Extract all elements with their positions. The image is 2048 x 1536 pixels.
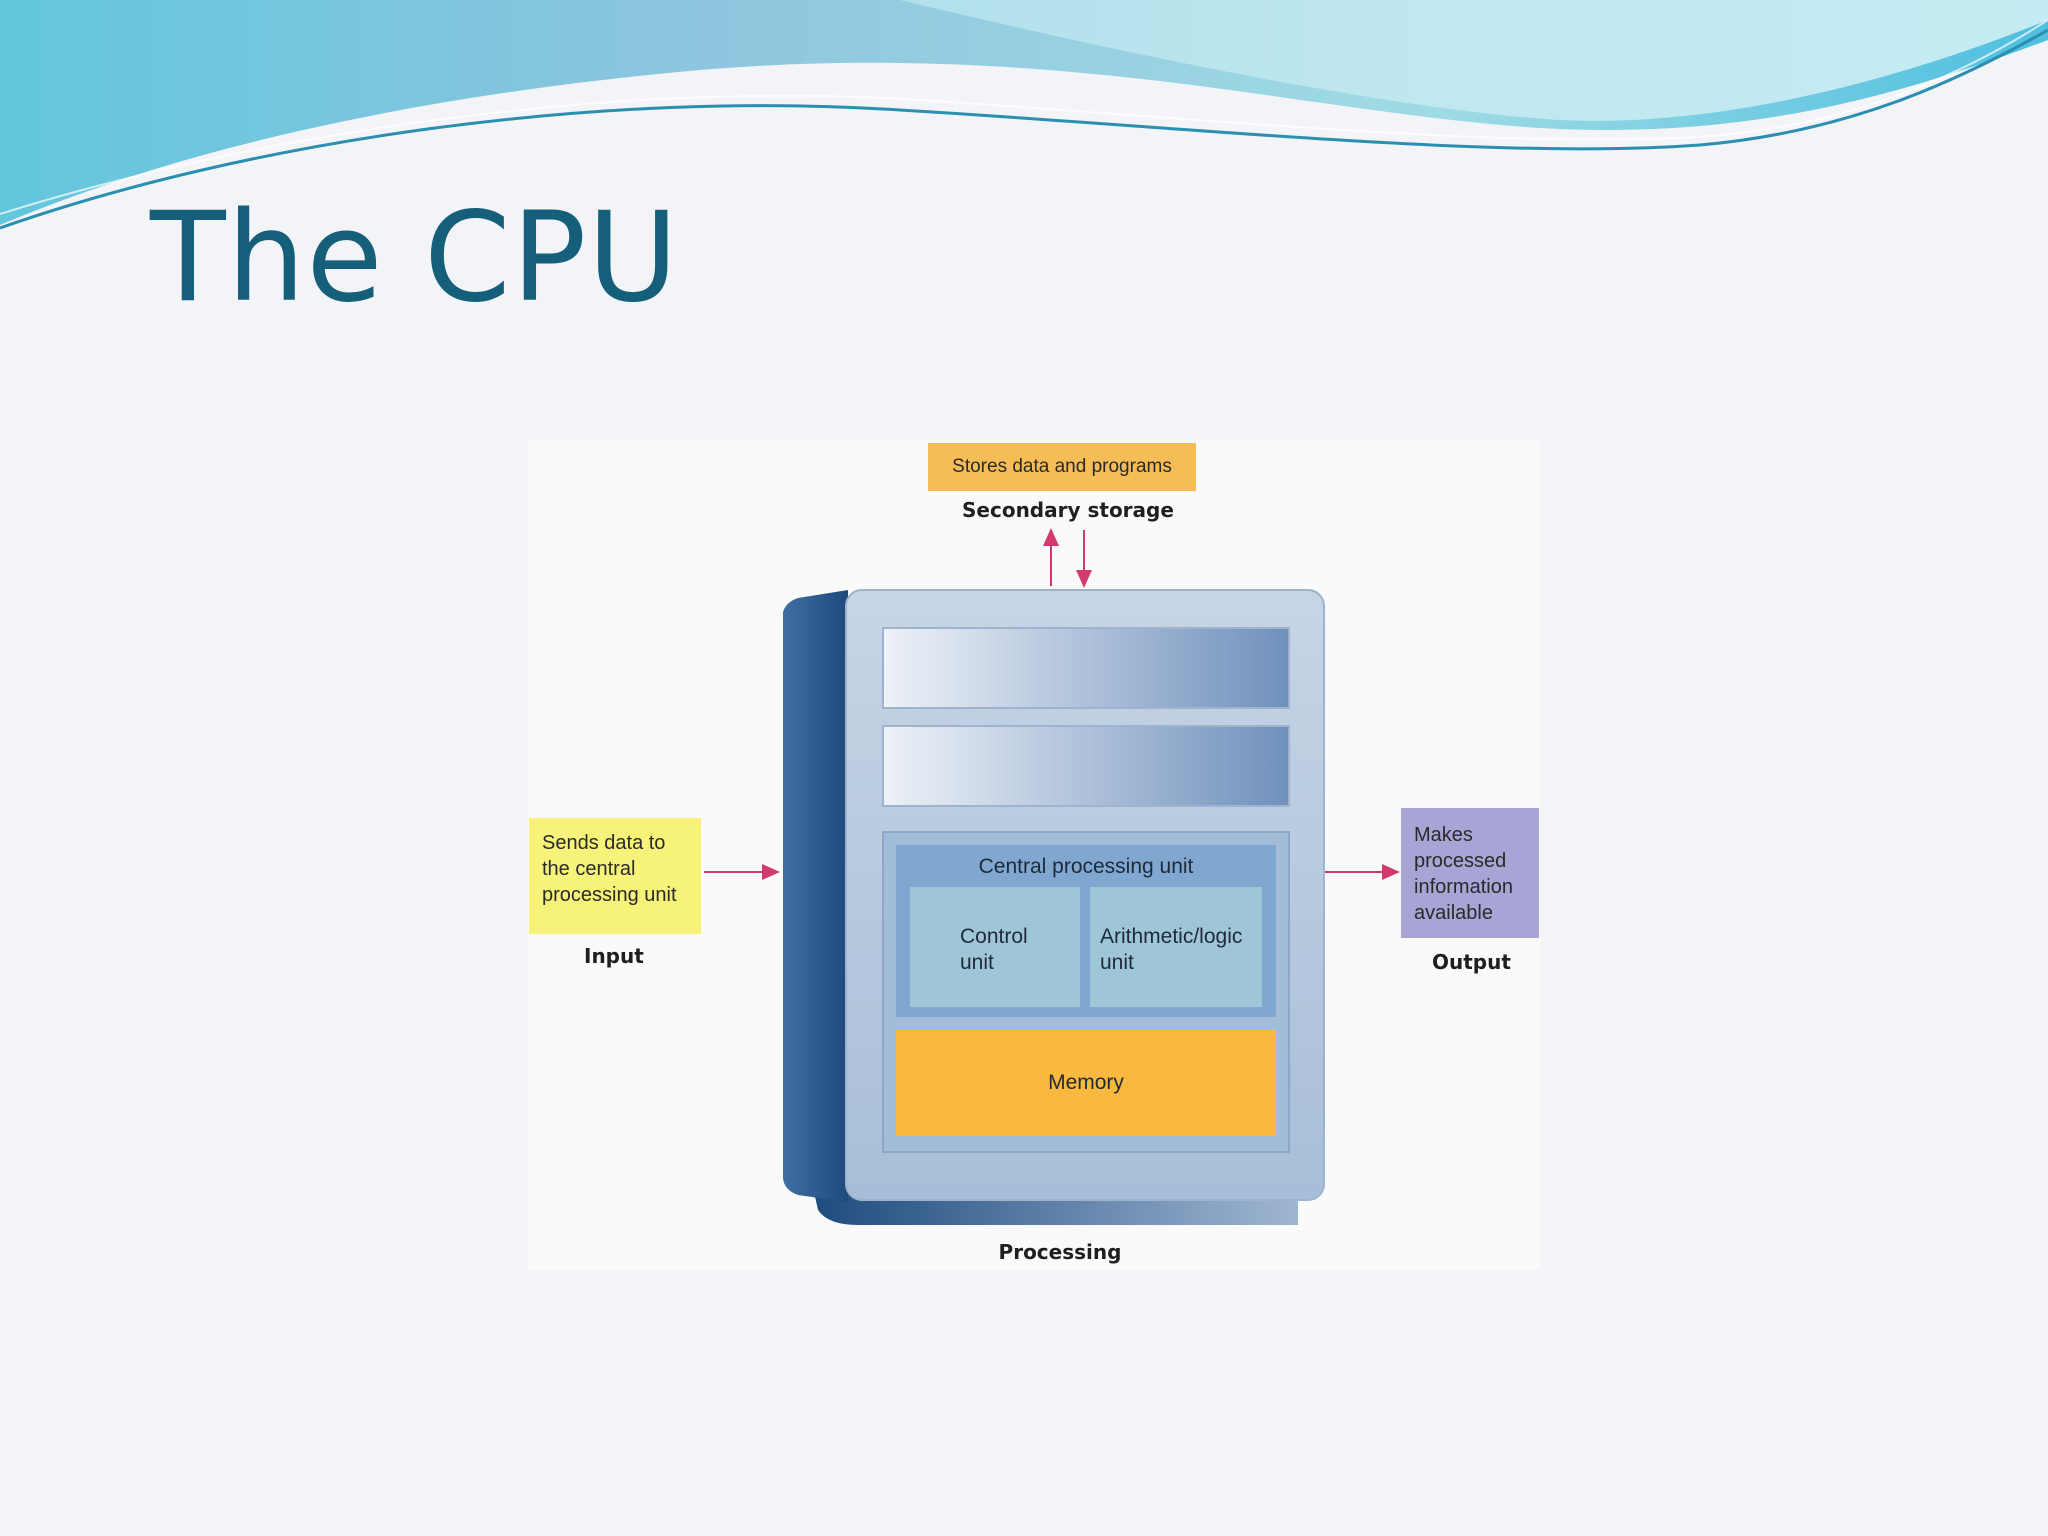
control-unit-label: Control unit	[960, 925, 1028, 974]
output-note-box	[1401, 808, 1539, 938]
input-note-box	[529, 818, 701, 934]
alu-box	[1090, 887, 1262, 1007]
cpu-label: Central processing unit	[978, 855, 1194, 878]
memory-label: Memory	[1048, 1071, 1124, 1094]
memory-block	[896, 1030, 1276, 1136]
processing-caption: Processing	[998, 1240, 1122, 1264]
control-unit-box	[910, 887, 1080, 1007]
drive-bay-2	[882, 725, 1290, 807]
slide-title: The CPU	[150, 186, 680, 330]
cabinet-side	[783, 590, 848, 1202]
output-caption: Output	[1432, 950, 1511, 974]
storage-caption: Secondary storage	[962, 498, 1174, 522]
header-wave-decoration	[0, 0, 2048, 230]
cpu-diagram-graphic	[529, 443, 1539, 1225]
output-note: Makes processed information available	[1414, 824, 1513, 924]
cpu-diagram: Stores data and programs Secondary stora…	[528, 440, 1540, 1270]
drive-bay-1	[882, 627, 1290, 709]
storage-note: Stores data and programs	[952, 456, 1172, 477]
input-caption: Input	[584, 944, 644, 968]
alu-label: Arithmetic/logic unit	[1100, 925, 1243, 974]
input-note: Sends data to the central processing uni…	[542, 832, 677, 906]
storage-note-box	[928, 443, 1196, 491]
